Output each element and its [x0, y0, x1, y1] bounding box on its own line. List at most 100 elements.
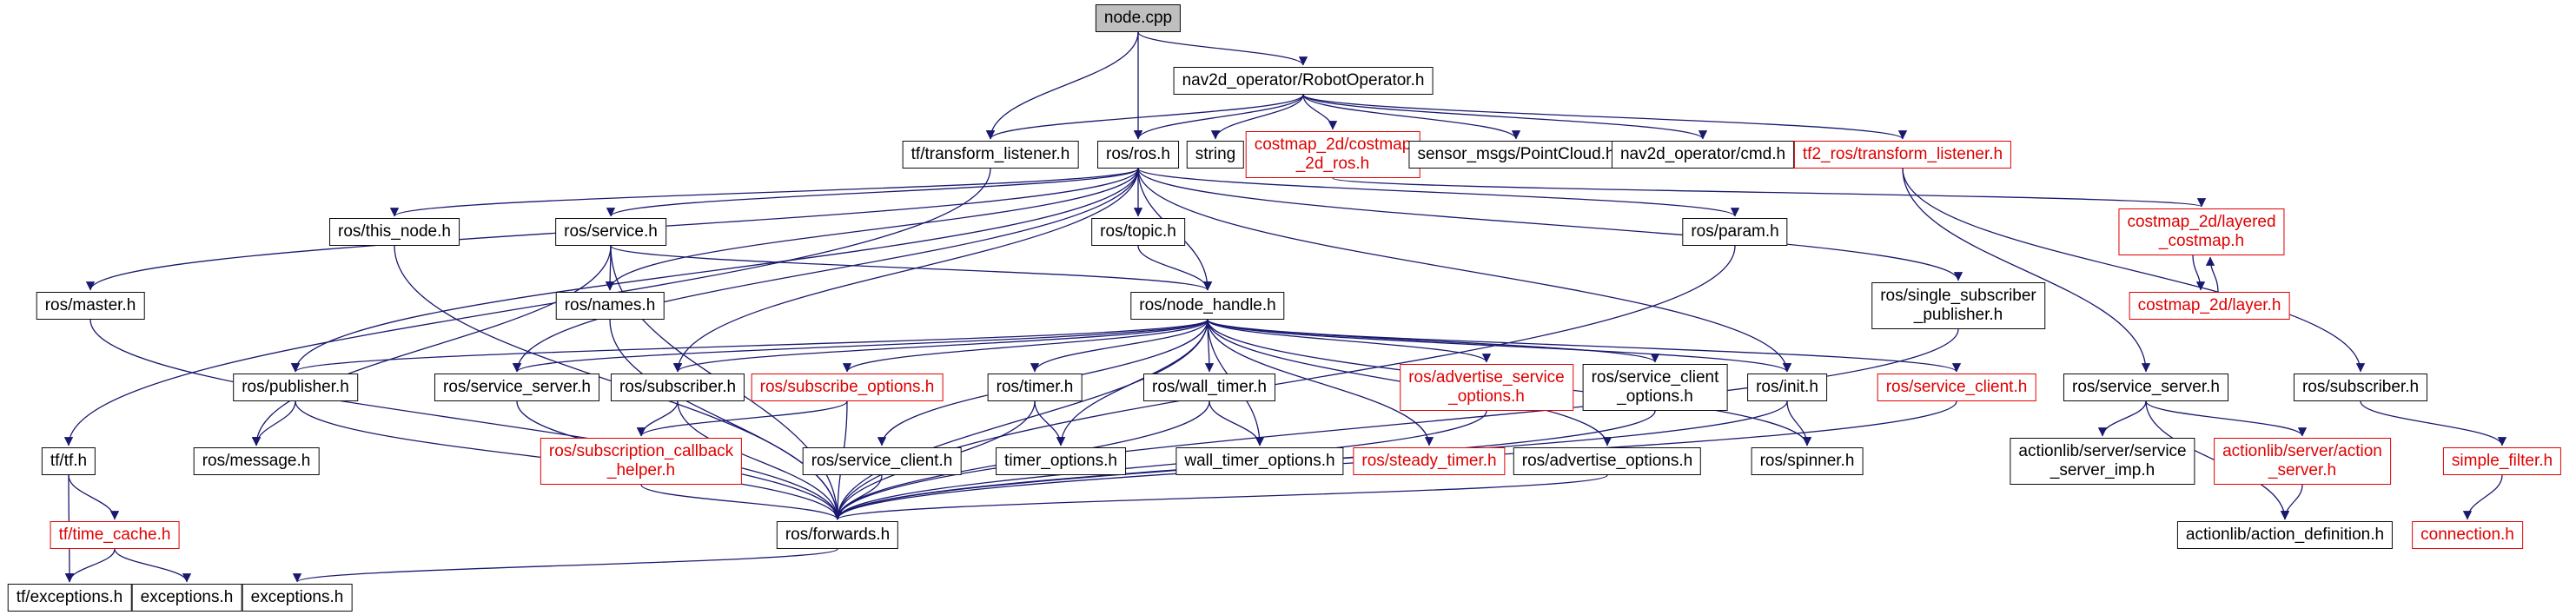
graph-node-ros_service_client_options[interactable]: ros/service_client _options.h: [1582, 364, 1728, 411]
include-edge-costmap_2d_ros-to-layered_costmap: [1332, 177, 2206, 208]
graph-node-costmap_2d_ros[interactable]: costmap_2d/costmap _2d_ros.h: [1245, 131, 1420, 178]
include-edge-layered_costmap-to-costmap_layer: [2192, 255, 2206, 291]
graph-node-tf_transform_listener[interactable]: tf/transform_listener.h: [902, 141, 1079, 169]
include-edge-tf2_ros_transform_listener-to-ros_service_server_2: [1902, 168, 2151, 373]
include-edge-node_cpp-to-tf_transform_listener: [985, 31, 1139, 140]
graph-node-layered_costmap[interactable]: costmap_2d/layered _costmap.h: [2118, 208, 2285, 255]
graph-node-timer_options[interactable]: timer_options.h: [996, 447, 1126, 475]
graph-node-exceptions_2[interactable]: exceptions.h: [242, 584, 353, 612]
include-edge-ros_subscription_callback_helper-to-ros_forwards: [640, 484, 843, 520]
include-edge-ros_node_handle-to-ros_subscribe_options: [842, 319, 1209, 373]
graph-node-actionlib_action_definition[interactable]: actionlib/action_definition.h: [2176, 521, 2394, 549]
include-edge-ros_node_handle-to-ros_advertise_service_options: [1207, 319, 1492, 363]
graph-node-string[interactable]: string: [1186, 141, 1245, 169]
include-edge-ros_node_handle-to-ros_subscriber_1: [673, 319, 1209, 373]
graph-node-exceptions_1[interactable]: exceptions.h: [131, 584, 242, 612]
graph-node-ros_service_client_2[interactable]: ros/service_client.h: [802, 447, 962, 475]
graph-node-connection[interactable]: connection.h: [2412, 521, 2523, 549]
graph-node-tf_tf[interactable]: tf/tf.h: [41, 447, 96, 475]
graph-node-ros_spinner[interactable]: ros/spinner.h: [1751, 447, 1864, 475]
include-edge-ros_ros-to-ros_publisher: [290, 168, 1139, 373]
include-edge-ros_ros-to-single_subscriber_publisher: [1137, 168, 1963, 281]
include-edge-ros_advertise_service_options-to-ros_forwards: [832, 410, 1487, 520]
graph-node-ros_service_client_1[interactable]: ros/service_client.h: [1877, 374, 2036, 401]
graph-node-ros_publisher[interactable]: ros/publisher.h: [233, 374, 358, 401]
graph-node-ros_ros[interactable]: ros/ros.h: [1097, 141, 1179, 169]
include-edge-robot_operator-to-tf_transform_listener: [985, 94, 1304, 140]
include-edge-ros_node_handle-to-ros_timer: [1030, 319, 1209, 373]
include-edge-ros_node_handle-to-ros_service_server_1: [513, 319, 1209, 373]
graph-node-ros_init[interactable]: ros/init.h: [1747, 374, 1827, 401]
include-edge-robot_operator-to-nav2d_cmd: [1302, 94, 1708, 140]
include-edge-tf_time_cache-to-exceptions_1: [114, 548, 192, 583]
graph-node-ros_topic[interactable]: ros/topic.h: [1091, 218, 1185, 246]
include-edge-ros_subscriber_2-to-simple_filter: [2360, 400, 2507, 446]
include-edge-actionlib_action_server-to-actionlib_action_definition: [2280, 484, 2303, 520]
include-edge-ros_node_handle-to-ros_publisher: [291, 319, 1209, 373]
include-edge-simple_filter-to-connection: [2462, 474, 2503, 520]
graph-node-ros_service_server_1[interactable]: ros/service_server.h: [434, 374, 600, 401]
graph-node-ros_param[interactable]: ros/param.h: [1682, 218, 1788, 246]
graph-node-single_subscriber_publisher[interactable]: ros/single_subscriber _publisher.h: [1871, 282, 2045, 329]
include-edge-ros_init-to-ros_spinner: [1786, 400, 1812, 446]
graph-node-ros_subscriber_2[interactable]: ros/subscriber.h: [2293, 374, 2428, 401]
include-edge-ros_timer-to-timer_options: [1034, 400, 1066, 446]
include-edge-ros_ros-to-ros_service_server_1: [512, 168, 1139, 373]
include-edge-ros_ros-to-ros_service: [606, 168, 1139, 217]
graph-node-actionlib_service_server_imp[interactable]: actionlib/server/service _server_imp.h: [2010, 438, 2195, 485]
graph-node-ros_message[interactable]: ros/message.h: [193, 447, 320, 475]
graph-node-ros_subscribe_options[interactable]: ros/subscribe_options.h: [751, 374, 944, 401]
include-edge-robot_operator-to-ros_ros: [1133, 94, 1304, 140]
include-edge-ros_node_handle-to-ros_forwards: [832, 319, 1209, 520]
include-edge-ros_advertise_options-to-ros_forwards: [833, 474, 1608, 520]
include-edge-robot_operator-to-costmap_2d_ros: [1302, 94, 1338, 130]
graph-node-ros_wall_timer[interactable]: ros/wall_timer.h: [1143, 374, 1275, 401]
include-edge-ros_ros-to-ros_names: [605, 168, 1139, 291]
graph-node-ros_service[interactable]: ros/service.h: [555, 218, 666, 246]
graph-node-costmap_layer[interactable]: costmap_2d/layer.h: [2129, 292, 2290, 320]
graph-node-wall_timer_options[interactable]: wall_timer_options.h: [1175, 447, 1344, 475]
include-edge-tf2_ros_transform_listener-to-ros_subscriber_2: [1902, 168, 2366, 373]
include-edge-ros_publisher-to-ros_message: [251, 400, 296, 446]
include-edge-node_cpp-to-robot_operator: [1137, 31, 1308, 66]
graph-node-node_cpp: node.cpp: [1095, 4, 1182, 32]
graph-node-tf_time_cache[interactable]: tf/time_cache.h: [50, 521, 180, 549]
include-edge-robot_operator-to-sensor_msgs_pointcloud: [1302, 94, 1521, 140]
graph-node-ros_node_handle[interactable]: ros/node_handle.h: [1130, 292, 1285, 320]
graph-node-robot_operator[interactable]: nav2d_operator/RobotOperator.h: [1173, 67, 1434, 95]
include-edge-ros_subscriber_1-to-ros_subscription_callback_helper: [636, 400, 679, 437]
graph-node-ros_timer[interactable]: ros/timer.h: [987, 374, 1083, 401]
include-edge-ros_node_handle-to-ros_steady_timer: [1207, 319, 1434, 446]
graph-node-simple_filter[interactable]: simple_filter.h: [2442, 447, 2562, 475]
include-edge-ros_topic-to-ros_node_handle: [1137, 245, 1213, 291]
graph-node-sensor_msgs_pointcloud[interactable]: sensor_msgs/PointCloud.h: [1408, 141, 1624, 169]
graph-node-ros_advertise_service_options[interactable]: ros/advertise_service _options.h: [1400, 364, 1573, 411]
include-edge-ros_subscribe_options-to-ros_subscription_callback_helper: [636, 400, 848, 437]
graph-node-ros_subscription_callback_helper[interactable]: ros/subscription_callback _helper.h: [540, 438, 743, 485]
include-edge-ros_node_handle-to-ros_service_client_1: [1207, 319, 1961, 373]
graph-node-ros_this_node[interactable]: ros/this_node.h: [329, 218, 460, 246]
graph-node-ros_advertise_options[interactable]: ros/advertise_options.h: [1513, 447, 1702, 475]
graph-node-ros_master[interactable]: ros/master.h: [36, 292, 145, 320]
include-edge-ros_forwards-to-exceptions_2: [293, 548, 838, 583]
include-edge-ros_ros-to-ros_param: [1137, 168, 1739, 217]
include-edge-tf_time_cache-to-tf_exceptions: [64, 548, 116, 583]
include-edge-ros_wall_timer-to-wall_timer_options: [1209, 400, 1265, 446]
graph-node-ros_service_server_2[interactable]: ros/service_server.h: [2063, 374, 2229, 401]
include-edge-ros_ros-to-ros_this_node: [390, 168, 1139, 217]
graph-node-tf2_ros_transform_listener[interactable]: tf2_ros/transform_listener.h: [1793, 141, 2012, 169]
include-edge-tf_transform_listener-to-tf_tf: [63, 168, 991, 446]
graph-node-ros_forwards[interactable]: ros/forwards.h: [776, 521, 899, 549]
include-edge-ros_master-to-ros_forwards: [89, 319, 843, 520]
graph-node-actionlib_action_server[interactable]: actionlib/server/action _server.h: [2214, 438, 2391, 485]
include-edge-ros_node_handle-to-ros_init: [1207, 319, 1791, 373]
graph-node-ros_steady_timer[interactable]: ros/steady_timer.h: [1353, 447, 1506, 475]
graph-node-tf_exceptions[interactable]: tf/exceptions.h: [7, 584, 132, 612]
graph-node-ros_subscriber_1[interactable]: ros/subscriber.h: [610, 374, 745, 401]
graph-node-ros_names[interactable]: ros/names.h: [555, 292, 665, 320]
include-edge-single_subscriber_publisher-to-ros_forwards: [832, 328, 1959, 520]
graph-node-nav2d_cmd[interactable]: nav2d_operator/cmd.h: [1611, 141, 1795, 169]
include-edge-costmap_layer-to-layered_costmap: [2205, 256, 2219, 293]
